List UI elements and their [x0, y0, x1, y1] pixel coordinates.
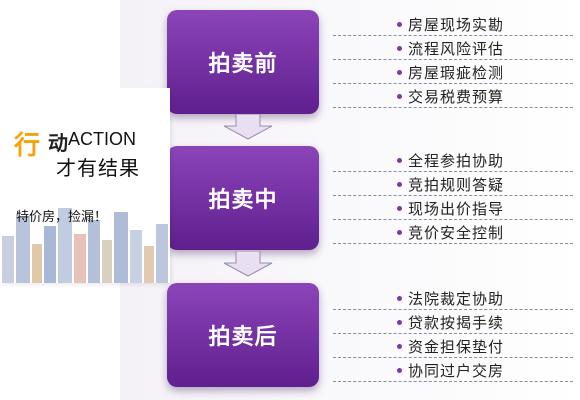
task-label: 现场出价指导 — [408, 200, 505, 218]
task-item: 协同过户交房 — [333, 360, 573, 382]
promo-char-xing: 行 — [14, 131, 41, 161]
bullet-icon — [397, 70, 402, 75]
task-item: 资金担保垫付 — [333, 336, 573, 358]
stage-title: 拍卖中 — [208, 188, 278, 213]
task-item: 全程参拍协助 — [333, 150, 573, 172]
task-item: 流程风险评估 — [333, 38, 573, 60]
task-label: 房屋现场实勘 — [408, 16, 505, 34]
down-arrow-icon — [223, 251, 273, 277]
task-item: 交易税费预算 — [333, 86, 573, 108]
promo-char-dong: 动 — [48, 131, 68, 155]
task-item: 竞价安全控制 — [333, 222, 573, 244]
task-item: 竞拍规则答疑 — [333, 174, 573, 196]
task-item: 房屋现场实勘 — [333, 14, 573, 36]
bullet-icon — [397, 46, 402, 51]
promo-banner[interactable]: 行 动 ACTION 才有结果 特价房，捡漏！ — [0, 88, 170, 283]
promo-action-word: ACTION — [68, 129, 137, 149]
bullet-icon — [397, 368, 402, 373]
bullet-icon — [397, 206, 402, 211]
stage-title: 拍卖前 — [208, 52, 278, 77]
task-label: 流程风险评估 — [408, 40, 505, 58]
bullet-icon — [397, 158, 402, 163]
task-label: 法院裁定协助 — [408, 290, 505, 308]
task-label: 交易税费预算 — [408, 88, 505, 106]
bullet-icon — [397, 94, 402, 99]
bullet-icon — [397, 296, 402, 301]
task-item: 房屋瑕疵检测 — [333, 62, 573, 84]
task-label: 房屋瑕疵检测 — [408, 64, 505, 82]
promo-tagline: 特价房，捡漏！ — [16, 210, 108, 225]
task-item: 现场出价指导 — [333, 198, 573, 220]
task-list-during-auction: 全程参拍协助 竞拍规则答疑 现场出价指导 竞价安全控制 — [333, 150, 573, 246]
task-list-after-auction: 法院裁定协助 贷款按揭手续 资金担保垫付 协同过户交房 — [333, 288, 573, 384]
task-label: 竞价安全控制 — [408, 224, 505, 242]
promo-slogan: 才有结果 — [56, 156, 140, 180]
task-label: 全程参拍协助 — [408, 152, 505, 170]
bullet-icon — [397, 22, 402, 27]
task-list-before-auction: 房屋现场实勘 流程风险评估 房屋瑕疵检测 交易税费预算 — [333, 14, 573, 110]
stage-box-during-auction: 拍卖中 — [167, 146, 319, 250]
task-label: 协同过户交房 — [408, 362, 505, 380]
task-label: 竞拍规则答疑 — [408, 176, 505, 194]
task-item: 贷款按揭手续 — [333, 312, 573, 334]
task-label: 贷款按揭手续 — [408, 314, 505, 332]
city-skyline-icon — [2, 208, 168, 283]
stage-title: 拍卖后 — [208, 325, 278, 350]
bullet-icon — [397, 320, 402, 325]
stage-box-before-auction: 拍卖前 — [167, 10, 319, 114]
task-label: 资金担保垫付 — [408, 338, 505, 356]
task-item: 法院裁定协助 — [333, 288, 573, 310]
down-arrow-icon — [223, 114, 273, 140]
stage-box-after-auction: 拍卖后 — [167, 283, 319, 387]
bullet-icon — [397, 230, 402, 235]
bullet-icon — [397, 344, 402, 349]
bullet-icon — [397, 182, 402, 187]
